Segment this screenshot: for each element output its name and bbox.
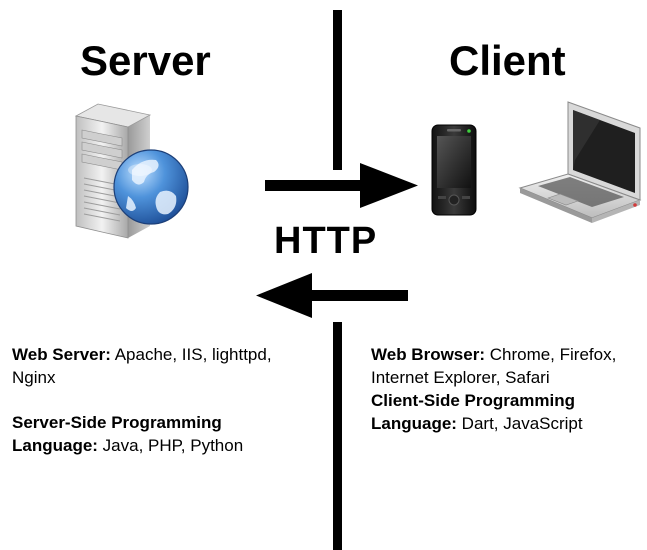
client-programming-value: Dart, JavaScript (456, 414, 583, 433)
http-protocol-label: HTTP (274, 220, 378, 262)
right-arrow-icon (265, 163, 418, 208)
web-browser-value: Chrome, Firefox, Internet Explorer, Safa… (371, 345, 617, 387)
web-browser-label: Web Browser: (371, 345, 485, 364)
left-arrow-icon (256, 273, 408, 318)
server-tower-globe-icon (74, 103, 189, 239)
server-heading: Server (80, 37, 211, 84)
client-heading: Client (449, 37, 566, 84)
client-programming-text: Client-Side Programming Language: Dart, … (371, 389, 643, 435)
client-info-block: Web Browser: Chrome, Firefox, Internet E… (371, 343, 643, 435)
server-programming-text: Server-Side Programming Language: Java, … (12, 411, 297, 457)
web-server-text: Web Server: Apache, IIS, lighttpd, Nginx (12, 343, 297, 389)
web-server-label: Web Server: (12, 345, 111, 364)
server-programming-value: Java, PHP, Python (97, 436, 244, 455)
server-info-block: Web Server: Apache, IIS, lighttpd, Nginx… (12, 343, 297, 457)
divider-line-top (333, 10, 342, 170)
mobile-phone-icon (431, 124, 477, 216)
client-programming-label: Client-Side Programming Language: (371, 391, 576, 433)
divider-line-bottom (333, 322, 342, 550)
web-browser-text: Web Browser: Chrome, Firefox, Internet E… (371, 343, 643, 389)
web-server-value: Apache, IIS, lighttpd, Nginx (12, 345, 272, 387)
server-programming-label: Server-Side Programming Language: (12, 413, 222, 455)
laptop-icon (518, 101, 642, 223)
